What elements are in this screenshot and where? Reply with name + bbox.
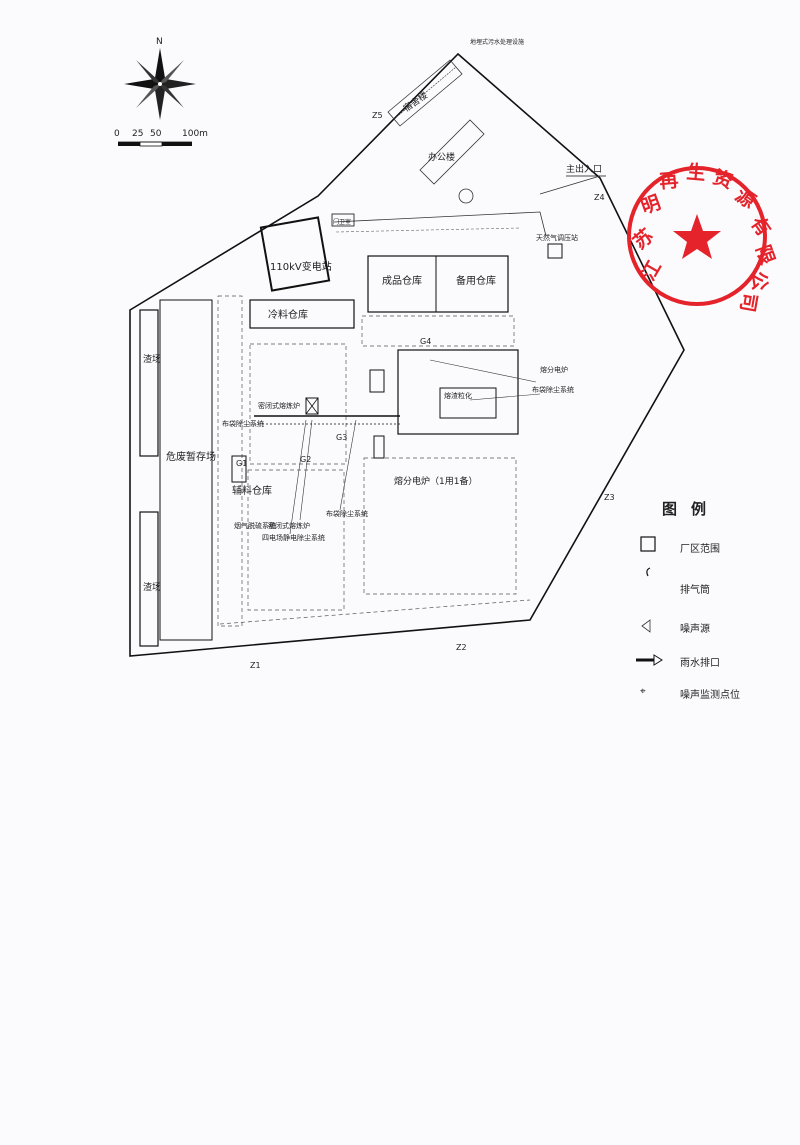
monitor-z5: Z5: [372, 111, 383, 120]
dorm-label: 宿舍楼: [401, 89, 430, 114]
slag-bottom-label: 渣场: [143, 581, 161, 593]
substation-block: [259, 216, 331, 292]
slag-field-top: [139, 309, 159, 457]
granulation-label: 熔渣粒化: [444, 391, 472, 400]
rain-drain-label: 地埋式污水处理设施: [470, 38, 524, 46]
legend-exhaust-label: 排气筒: [680, 585, 710, 596]
legend-monitor-icon: ⌖: [640, 686, 646, 697]
office-label: 办公楼: [428, 151, 455, 163]
closed-furnace-label: 密闭式熔炼炉: [258, 401, 300, 410]
closed-furnace-2-label: 密闭式熔炼炉: [268, 521, 310, 530]
exhaust-g1: G1: [236, 459, 247, 468]
monitor-z1: Z1: [250, 661, 261, 670]
svg-text:再: 再: [659, 169, 680, 193]
scale-tick-50: 50: [150, 129, 162, 139]
svg-text:公: 公: [747, 271, 771, 292]
guard-room: [331, 213, 355, 227]
svg-text:限: 限: [751, 242, 778, 267]
svg-text:源: 源: [731, 183, 760, 213]
scale-bar: [118, 141, 192, 147]
bag-filter-2-label: 布袋除尘系统: [326, 509, 368, 518]
svg-text:明: 明: [638, 192, 663, 219]
process-hall: [397, 349, 519, 435]
gas-station-label: 天然气调压站: [536, 233, 578, 242]
right-bag-label: 布袋除尘系统: [532, 385, 574, 394]
dormitory-block: [387, 59, 463, 127]
cold-storage-block: [249, 299, 355, 329]
svg-text:江: 江: [637, 257, 666, 284]
company-seal: 江 苏 明 再 生 资 源 有 限 公 司: [627, 160, 778, 314]
slag-field-bottom: [139, 511, 159, 647]
scale-tick-0: 0: [114, 129, 120, 139]
aux-storage-block: [231, 455, 247, 483]
office-block: [419, 119, 485, 204]
closed-furnace-block: [305, 397, 319, 415]
scale-tick-25: 25: [132, 129, 143, 139]
north-label: N: [156, 37, 163, 47]
electrostatic-label: 四电场静电除尘系统: [262, 533, 325, 542]
legend-boundary-icon: [640, 536, 656, 552]
legend-title: 图例: [662, 500, 721, 518]
legend-drain-icon: [636, 654, 663, 666]
flue-desulf-label: 烟气脱硫系统: [234, 521, 276, 530]
gas-station-block: [547, 243, 563, 259]
monitor-z2: Z2: [456, 643, 467, 652]
finished-storage-label: 成品仓库: [382, 274, 422, 287]
monitor-z4: Z4: [594, 193, 605, 202]
smelting-furnace-label: 熔分电炉（1用1备）: [394, 475, 477, 487]
legend-monitor-label: 噪声监测点位: [680, 690, 740, 701]
bag-filter-1-label: 布袋除尘系统: [222, 419, 264, 428]
legend-noise-icon: [641, 619, 651, 633]
svg-text:苏: 苏: [628, 224, 657, 254]
compass-rose-icon: [124, 48, 196, 120]
legend-boundary-label: 厂区范围: [680, 544, 720, 555]
right-furnace-label: 熔分电炉: [540, 365, 568, 374]
hazardous-label: 危废暂存场: [166, 450, 216, 463]
exhaust-g2: G2: [300, 455, 311, 464]
site-boundary: [129, 52, 685, 657]
guard-label: 门卫室: [333, 218, 351, 226]
spare-storage-label: 备用仓库: [456, 274, 496, 287]
svg-text:生: 生: [686, 160, 707, 185]
road-grid: [217, 295, 531, 627]
storage-block: [367, 255, 509, 313]
monitor-z3: Z3: [604, 493, 615, 502]
hazardous-storage-block: [159, 299, 213, 641]
legend-drain-label: 雨水排口: [680, 658, 720, 669]
exhaust-g3: G3: [336, 433, 347, 442]
exhaust-g4: G4: [420, 337, 431, 346]
main-entrance-label: 主出入口: [566, 163, 602, 175]
svg-text:司: 司: [736, 291, 761, 314]
legend-exhaust-icon: [646, 567, 651, 577]
svg-text:有: 有: [746, 212, 776, 241]
aux-storage-label: 辅料仓库: [232, 484, 272, 497]
cold-storage-label: 冷料仓库: [268, 308, 308, 321]
legend-noise-label: 噪声源: [680, 624, 710, 635]
substation-label: 110kV变电站: [270, 260, 332, 273]
scale-tick-100: 100m: [182, 129, 208, 139]
slag-top-label: 渣场: [143, 353, 161, 365]
granulation-block: [439, 387, 497, 419]
